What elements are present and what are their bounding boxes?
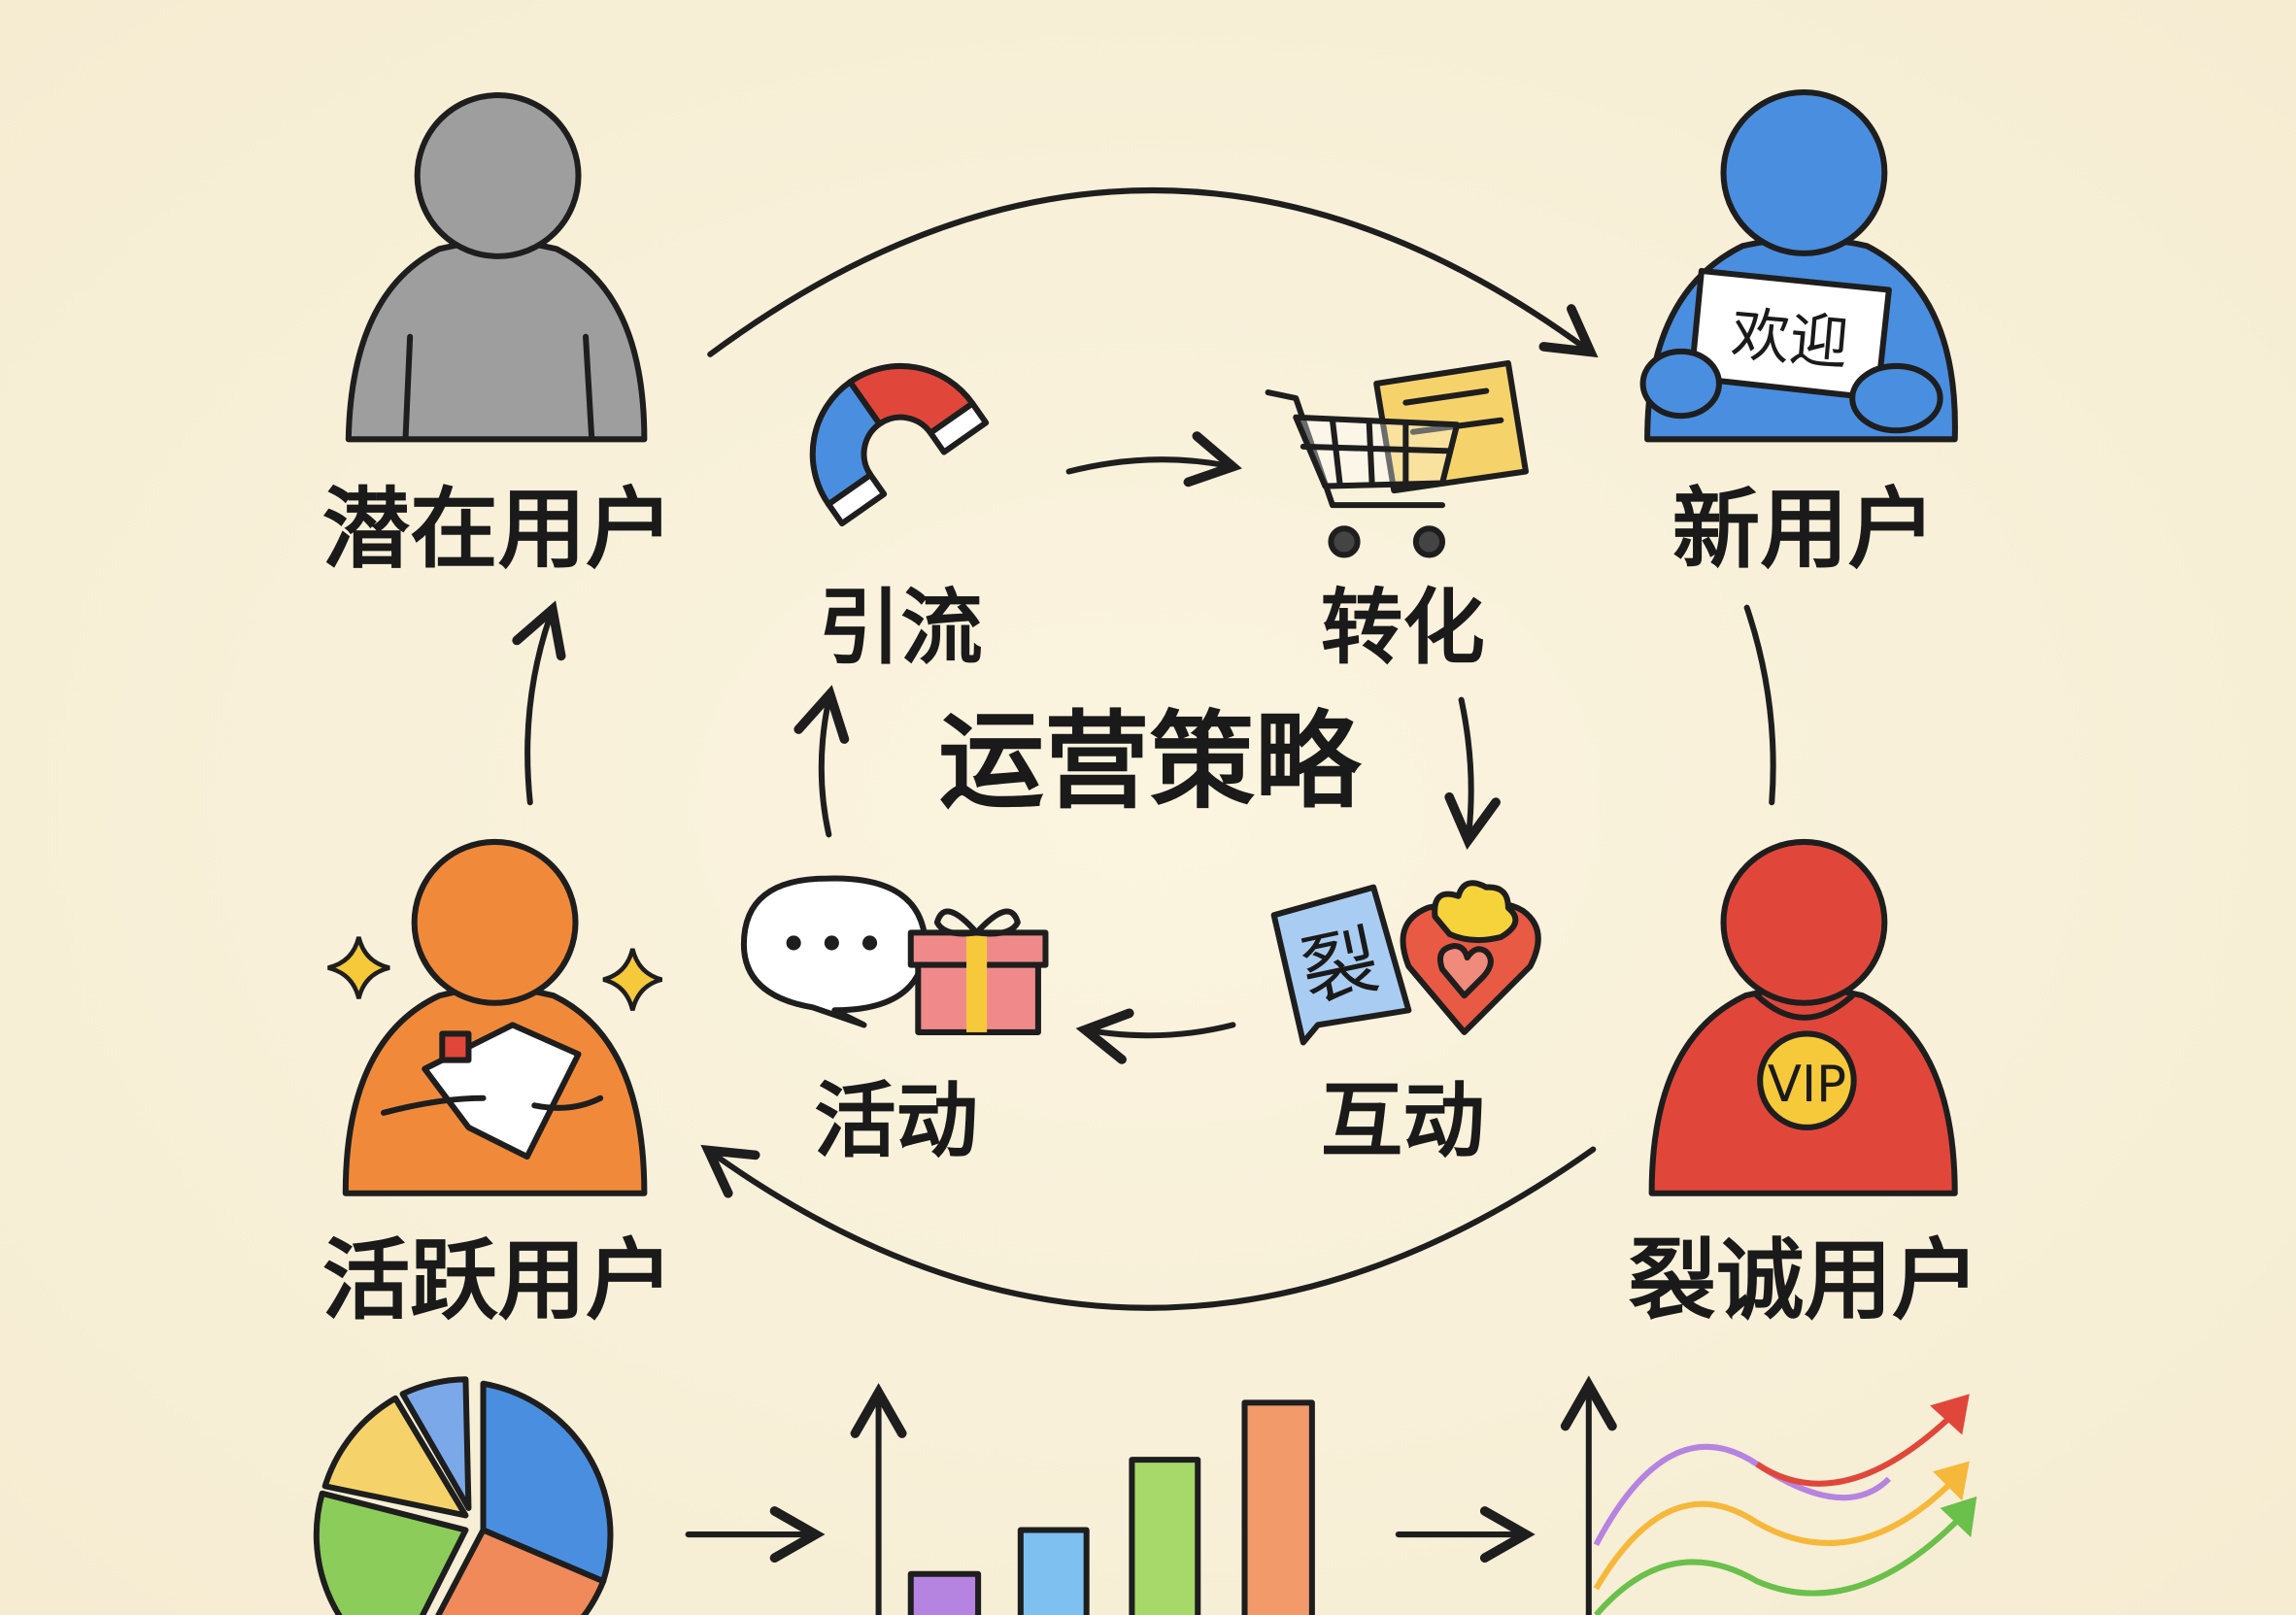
- active-user-label: 活跃用户: [322, 1229, 674, 1331]
- new-user-label: 新用户: [1672, 479, 1936, 581]
- magnet-icon: [809, 362, 990, 527]
- chat-gift-icon: [740, 875, 1049, 1035]
- split-card-text: 裂: [1294, 916, 1387, 1018]
- traffic-label: 引流: [819, 580, 983, 675]
- heart-gift-icon: 裂: [1270, 880, 1541, 1046]
- potential-user-figure: [345, 92, 648, 443]
- active-user-figure: [327, 838, 663, 1196]
- loyal-user-label: 裂诚用户: [1629, 1229, 1980, 1331]
- sparkle-icon: [602, 948, 663, 1011]
- arrow-conversion-to-interaction: [1444, 696, 1501, 851]
- arrow-left-up: [512, 600, 566, 806]
- bar-chart-icon: [850, 1383, 1315, 1615]
- vip-badge: [1757, 1030, 1857, 1130]
- pie-chart-icon: [313, 1376, 614, 1615]
- arrow-interaction-to-events: [1075, 1008, 1236, 1064]
- events-label: 活动: [814, 1074, 978, 1169]
- potential-user-label: 潜在用户: [322, 479, 674, 581]
- new-user-figure: 欢迎: [1639, 88, 1958, 443]
- line-chart-icon: [1560, 1375, 1977, 1615]
- loyal-user-figure: VIP: [1648, 838, 1958, 1196]
- welcome-sign-text: 欢迎: [1729, 300, 1851, 378]
- conversion-label: 转化: [1321, 580, 1485, 675]
- center-title: 运营策略: [938, 700, 1363, 824]
- line-right: [1743, 604, 1776, 806]
- sparkle-icon: [327, 936, 390, 999]
- arrow-events-to-traffic: [793, 685, 850, 838]
- interaction-label: 互动: [1321, 1074, 1485, 1169]
- vip-badge-text: VIP: [1768, 1056, 1846, 1114]
- shopping-cart-icon: [1265, 359, 1529, 558]
- arc-arrow-bottom: [700, 1144, 1597, 1311]
- arrow-traffic-to-conversion: [1065, 431, 1242, 488]
- arc-arrow-top: [707, 187, 1599, 358]
